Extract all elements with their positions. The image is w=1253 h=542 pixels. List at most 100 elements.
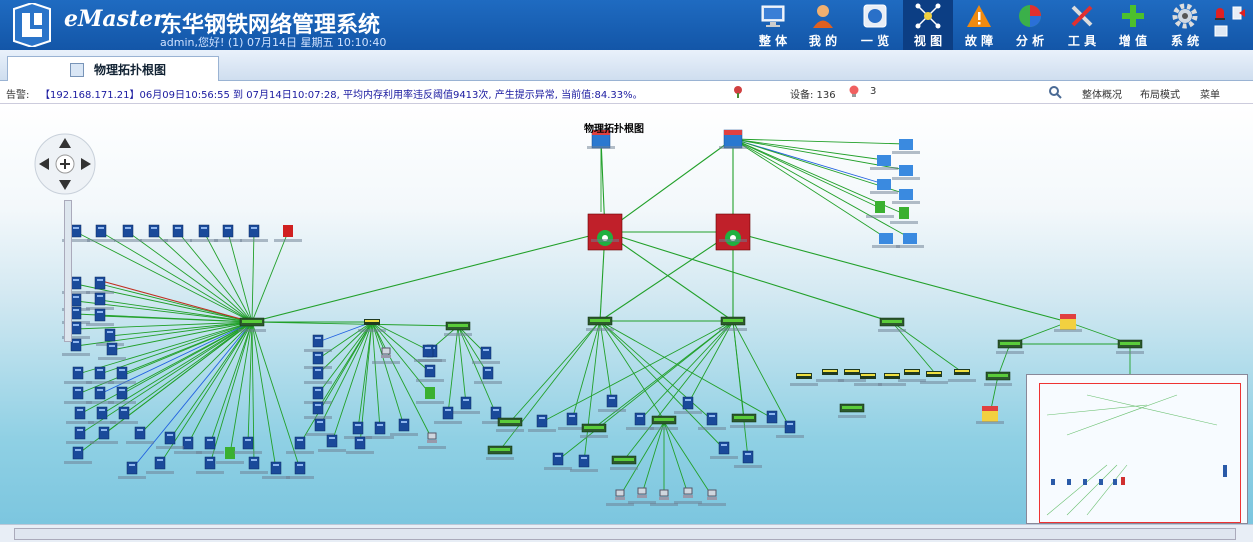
- nav-tools[interactable]: 工 具: [1057, 0, 1107, 50]
- menu-layout-mode[interactable]: 布局模式: [1140, 90, 1180, 101]
- exit-icon[interactable]: [1232, 6, 1246, 20]
- server-node[interactable]: [318, 434, 346, 452]
- router-node[interactable]: [719, 129, 747, 149]
- location-pin-icon[interactable]: [732, 85, 744, 99]
- folder-node[interactable]: [892, 139, 920, 154]
- server-node[interactable]: [234, 436, 262, 454]
- switch-node[interactable]: [996, 339, 1024, 354]
- tab-physical-topology[interactable]: 物理拓扑根图: [7, 56, 219, 81]
- server-node[interactable]: [776, 420, 804, 438]
- server-node[interactable]: [110, 406, 138, 424]
- folder-node[interactable]: [870, 179, 898, 194]
- server-node[interactable]: [64, 446, 92, 464]
- switch-node[interactable]: [486, 445, 514, 460]
- pan-control[interactable]: [33, 132, 97, 196]
- server-node[interactable]: [390, 418, 418, 436]
- server-node[interactable]: [366, 421, 394, 439]
- server-node[interactable]: [240, 456, 268, 474]
- server-node[interactable]: [196, 436, 224, 454]
- minimap-viewport[interactable]: [1039, 383, 1241, 523]
- scrollbar-thumb[interactable]: [14, 528, 1236, 540]
- server-node[interactable]: [710, 441, 738, 459]
- switch-node[interactable]: [730, 413, 758, 428]
- server-node[interactable]: [758, 410, 786, 428]
- nav-value-added[interactable]: 增 值: [1108, 0, 1158, 50]
- server-node[interactable]: [146, 456, 174, 474]
- pc-node[interactable]: [606, 489, 634, 506]
- server-node[interactable]: [570, 454, 598, 472]
- switch-node[interactable]: [610, 455, 638, 470]
- server-node[interactable]: [416, 364, 444, 382]
- router-node[interactable]: [587, 129, 615, 149]
- server-node[interactable]: [626, 412, 654, 430]
- horizontal-scrollbar[interactable]: [0, 524, 1253, 542]
- server-node[interactable]: [482, 406, 510, 424]
- server-node[interactable]: [214, 224, 242, 242]
- pc-node[interactable]: [372, 347, 400, 364]
- server-node[interactable]: [86, 366, 114, 384]
- server-node[interactable]: [286, 436, 314, 454]
- strip-node[interactable]: [898, 369, 926, 382]
- green-node[interactable]: [866, 201, 894, 218]
- pc-node[interactable]: [698, 489, 726, 506]
- pc-node[interactable]: [418, 432, 446, 449]
- switch-node[interactable]: [238, 317, 266, 332]
- server-node[interactable]: [346, 436, 374, 454]
- server-node[interactable]: [196, 456, 224, 474]
- server-node[interactable]: [108, 366, 136, 384]
- strip-node[interactable]: [854, 373, 882, 386]
- folder-node[interactable]: [872, 233, 900, 248]
- topology-canvas[interactable]: 物理拓扑根图: [0, 104, 1253, 524]
- server-node[interactable]: [86, 276, 114, 294]
- green-node[interactable]: [216, 447, 244, 464]
- menu-menu[interactable]: 菜单: [1200, 90, 1220, 101]
- server-node[interactable]: [118, 461, 146, 479]
- server-node[interactable]: [140, 224, 168, 242]
- switch-node[interactable]: [586, 316, 614, 331]
- folder-node[interactable]: [870, 155, 898, 170]
- server-node[interactable]: [698, 412, 726, 430]
- folder-node[interactable]: [896, 233, 924, 248]
- core-node[interactable]: [587, 213, 623, 251]
- server-node[interactable]: [174, 436, 202, 454]
- server-node[interactable]: [126, 426, 154, 444]
- server-node[interactable]: [164, 224, 192, 242]
- server-node[interactable]: [62, 338, 90, 356]
- server-node[interactable]: [98, 342, 126, 360]
- pc-node[interactable]: [650, 489, 678, 506]
- alarm-message[interactable]: 【192.168.171.21】06月09日10:56:55 到 07月14日1…: [40, 90, 643, 101]
- server-node[interactable]: [86, 386, 114, 404]
- folder-node[interactable]: [892, 189, 920, 204]
- green-node[interactable]: [890, 207, 918, 224]
- server-node[interactable]: [304, 366, 332, 384]
- alarm-light-icon[interactable]: [1214, 6, 1226, 20]
- core-node[interactable]: [715, 213, 751, 251]
- server-node[interactable]: [66, 406, 94, 424]
- nav-mine[interactable]: 我 的: [798, 0, 848, 50]
- server-node[interactable]: [88, 406, 116, 424]
- server-node[interactable]: [474, 366, 502, 384]
- nav-view[interactable]: 视 图: [903, 0, 953, 50]
- green-node[interactable]: [416, 387, 444, 404]
- server-node[interactable]: [598, 394, 626, 412]
- server-node[interactable]: [528, 414, 556, 432]
- strip-node[interactable]: [358, 319, 386, 332]
- server-node[interactable]: [472, 346, 500, 364]
- zoom-slider[interactable]: [64, 200, 72, 342]
- yellow-node[interactable]: [976, 406, 1004, 424]
- strip-node[interactable]: [948, 369, 976, 382]
- server-node[interactable]: [434, 406, 462, 424]
- server-node[interactable]: [306, 418, 334, 436]
- window-icon[interactable]: [1214, 24, 1228, 38]
- server-node[interactable]: [156, 431, 184, 449]
- server-node[interactable]: [674, 396, 702, 414]
- switch-node[interactable]: [878, 317, 906, 332]
- switch-node[interactable]: [650, 415, 678, 430]
- server-node[interactable]: [190, 224, 218, 242]
- pc-node[interactable]: [674, 487, 702, 504]
- server-node[interactable]: [262, 461, 290, 479]
- yellow-node[interactable]: [1054, 314, 1082, 332]
- server-node[interactable]: [304, 351, 332, 369]
- folder-node[interactable]: [892, 165, 920, 180]
- switch-node[interactable]: [580, 423, 608, 438]
